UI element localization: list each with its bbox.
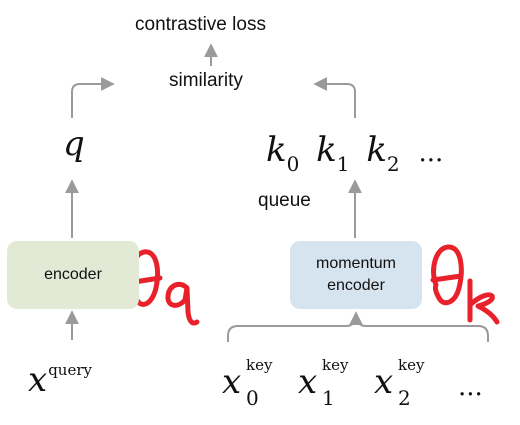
key-inputs-ellipsis: ... bbox=[458, 372, 483, 402]
key-input-0: x key 0 bbox=[222, 356, 273, 410]
encoder-box: encoder bbox=[7, 241, 139, 309]
arrow-q-to-similarity bbox=[71, 77, 115, 118]
key-input-1: x key 1 bbox=[298, 356, 349, 410]
query-feature-q: q bbox=[63, 124, 85, 164]
key-input-2: x key 2 bbox=[374, 356, 425, 410]
key-inputs-row: x key 0 x key 1 x key 2 bbox=[222, 356, 450, 415]
query-input: xquery bbox=[28, 360, 92, 400]
theta-k-annotation-icon bbox=[430, 244, 500, 325]
keys-ellipsis: ... bbox=[418, 138, 444, 168]
momentum-encoder-label-line2: encoder bbox=[327, 277, 385, 294]
query-input-base: x bbox=[28, 360, 48, 400]
contrastive-loss-label: contrastive loss bbox=[135, 14, 266, 35]
inputs-bracket bbox=[227, 317, 489, 342]
similarity-label: similarity bbox=[169, 70, 243, 91]
momentum-encoder-label-line1: momentum bbox=[315, 255, 397, 272]
key-k1: k1 bbox=[316, 130, 350, 176]
momentum-encoder-box: momentum encoder bbox=[290, 241, 422, 309]
query-input-superscript: query bbox=[48, 361, 92, 379]
keys-row: k0 k1 k2 ... bbox=[266, 130, 444, 176]
key-k0: k0 bbox=[266, 130, 300, 176]
arrow-keys-to-similarity bbox=[313, 77, 356, 118]
queue-label: queue bbox=[258, 190, 311, 211]
theta-q-annotation-icon bbox=[130, 249, 200, 326]
key-k2: k2 bbox=[366, 130, 400, 176]
